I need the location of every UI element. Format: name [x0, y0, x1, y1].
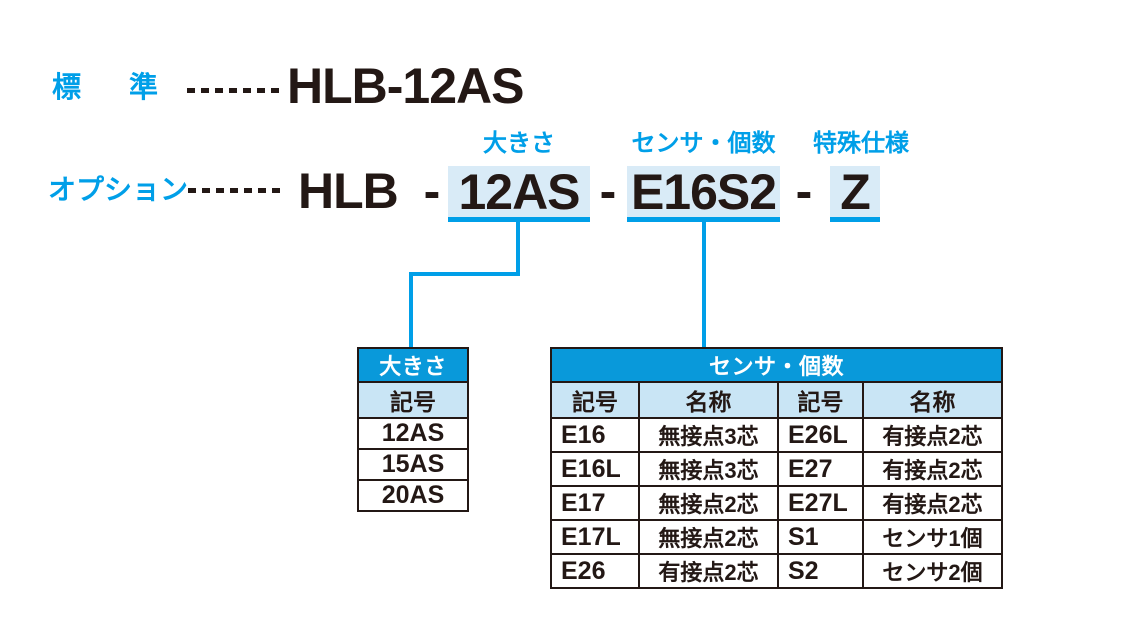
sensor-code-cell: E27: [777, 451, 864, 487]
standard-leader-dashes: [187, 88, 284, 93]
connector-size-horizontal: [409, 272, 520, 276]
code-hyphen-1: -: [423, 163, 441, 219]
sensor-code-cell: S2: [777, 553, 864, 589]
standard-label-char-2: 準: [128, 72, 158, 104]
size-table-title: 大きさ: [357, 347, 469, 383]
option-leader-dashes: [188, 188, 281, 193]
size-table-column-header: 記号: [357, 381, 469, 419]
segment-label-special: 特殊仕様: [813, 130, 909, 157]
standard-code: HLB-12AS: [287, 58, 524, 114]
standard-label-char-1: 標: [52, 72, 82, 104]
sensor-table: センサ・個数 記号 名称 記号 名称 E16 無接点3芯 E26L 有接点2芯 …: [549, 347, 1004, 589]
option-label: オプション: [48, 174, 189, 205]
table-row: 15AS: [357, 448, 469, 481]
sensor-name-cell: 有接点2芯: [861, 485, 1004, 521]
sensor-code-cell: S1: [777, 519, 864, 555]
sensor-code-cell: E27L: [777, 485, 864, 521]
connector-size-vertical-top: [516, 221, 520, 276]
sensor-name-cell: 無接点3芯: [638, 451, 779, 487]
code-segment-sensor-text: E16S2: [630, 163, 777, 220]
sensor-code-cell: E26L: [777, 417, 864, 453]
table-row: E16 無接点3芯 E26L 有接点2芯: [550, 417, 1004, 453]
table-row: E17 無接点2芯 E27L 有接点2芯: [550, 485, 1004, 521]
table-header-row: 記号 名称 記号 名称: [550, 381, 1004, 419]
segment-label-sensor: センサ・個数: [631, 130, 776, 157]
code-segment-sensor: E16S2: [627, 164, 780, 222]
sensor-code-cell: E17L: [550, 519, 640, 555]
sensor-table-colhead: 名称: [638, 381, 779, 419]
standard-label: 標 準: [52, 72, 158, 104]
sensor-table-colhead: 記号: [550, 381, 640, 419]
table-row: 20AS: [357, 479, 469, 512]
sensor-table-colhead: 記号: [777, 381, 864, 419]
sensor-table-title: センサ・個数: [549, 347, 1004, 383]
sensor-code-cell: E17: [550, 485, 640, 521]
sensor-name-cell: センサ1個: [861, 519, 1004, 555]
table-row: E26 有接点2芯 S2 センサ2個: [550, 553, 1004, 589]
sensor-code-cell: E16L: [550, 451, 640, 487]
option-code-prefix: HLB: [298, 163, 399, 219]
sensor-name-cell: 有接点2芯: [638, 553, 779, 589]
code-segment-special-text: Z: [840, 163, 871, 220]
sensor-name-cell: 無接点2芯: [638, 519, 779, 555]
size-table-cell: 12AS: [357, 417, 469, 450]
connector-sensor-vertical: [702, 221, 706, 348]
sensor-name-cell: 有接点2芯: [861, 417, 1004, 453]
sensor-table-colhead: 名称: [861, 381, 1004, 419]
sensor-code-cell: E26: [550, 553, 640, 589]
code-segment-size-text: 12AS: [458, 163, 580, 220]
code-segment-special: Z: [830, 164, 880, 222]
segment-label-size: 大きさ: [483, 130, 555, 157]
table-row: E17L 無接点2芯 S1 センサ1個: [550, 519, 1004, 555]
sensor-code-cell: E16: [550, 417, 640, 453]
code-hyphen-2: -: [599, 163, 617, 219]
size-table-cell: 20AS: [357, 479, 469, 512]
connector-size-vertical-bottom: [409, 272, 413, 348]
sensor-name-cell: センサ2個: [861, 553, 1004, 589]
code-hyphen-3: -: [795, 163, 813, 219]
size-table-cell: 15AS: [357, 448, 469, 481]
table-row: E16L 無接点3芯 E27 有接点2芯: [550, 451, 1004, 487]
sensor-name-cell: 有接点2芯: [861, 451, 1004, 487]
sensor-name-cell: 無接点3芯: [638, 417, 779, 453]
sensor-name-cell: 無接点2芯: [638, 485, 779, 521]
size-table: 大きさ 記号 12AS 15AS 20AS: [357, 347, 469, 512]
table-row: 12AS: [357, 417, 469, 450]
code-segment-size: 12AS: [448, 164, 590, 222]
